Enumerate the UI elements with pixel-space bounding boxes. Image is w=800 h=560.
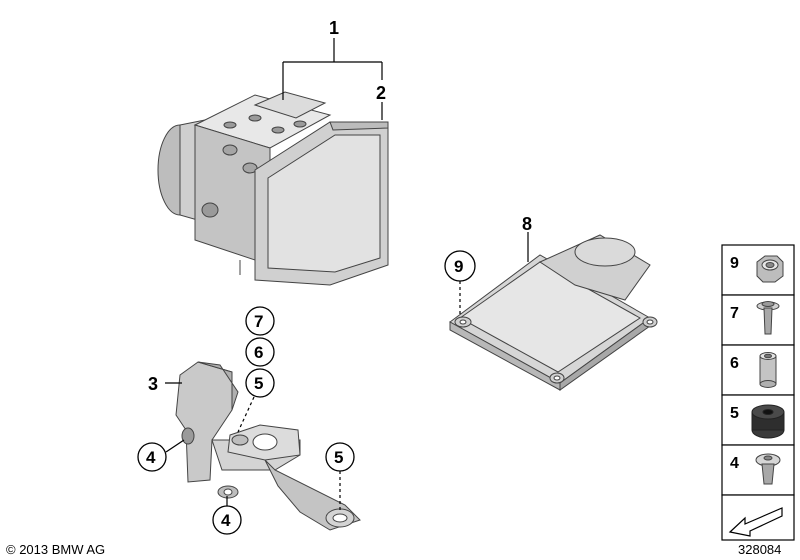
callout-5a-leader: [237, 396, 255, 433]
callout-4a-leader: [165, 439, 185, 453]
callout-4b: 4: [221, 511, 231, 530]
rubber-grommet-icon: [751, 404, 785, 439]
legend-number-5: 5: [730, 405, 739, 422]
callout-5a-circle: [245, 368, 275, 398]
spacer-sleeve-icon: [759, 352, 777, 388]
callout-9: 9: [454, 257, 463, 276]
callout-6-circle: [245, 337, 275, 367]
diagram-id: 328084: [738, 542, 781, 557]
callout-3: 3: [148, 374, 158, 394]
screw-with-washer-icon: [756, 301, 780, 335]
legend-number-4: 4: [730, 455, 739, 472]
hex-nut-icon: [756, 255, 784, 283]
legend-arrow-box: [721, 494, 795, 541]
copyright-text: © 2013 BMW AG: [6, 542, 105, 557]
callout-6: 6: [254, 343, 263, 362]
diagram-arrow-icon: [728, 507, 783, 537]
callout-2: 2: [376, 83, 386, 103]
callout-1-leader: [282, 38, 383, 120]
callout-1: 1: [329, 18, 339, 38]
callout-7-circle: [245, 306, 275, 336]
callout-4a: 4: [146, 448, 156, 467]
mounting-bracket: [175, 361, 361, 531]
callout-5b: 5: [334, 448, 343, 467]
callout-7: 7: [254, 312, 263, 331]
legend-number-7: 7: [730, 305, 739, 322]
legend-panel: 9 7 6 5 4: [721, 244, 795, 541]
callout-8: 8: [522, 214, 532, 234]
callout-4a-circle: [137, 442, 167, 472]
control-unit-housing: [449, 234, 658, 391]
legend-number-9: 9: [730, 255, 739, 272]
abs-hydraulic-unit: [157, 91, 389, 286]
callout-5a: 5: [254, 374, 263, 393]
legend-number-6: 6: [730, 355, 739, 372]
torx-screw-icon: [755, 453, 781, 485]
